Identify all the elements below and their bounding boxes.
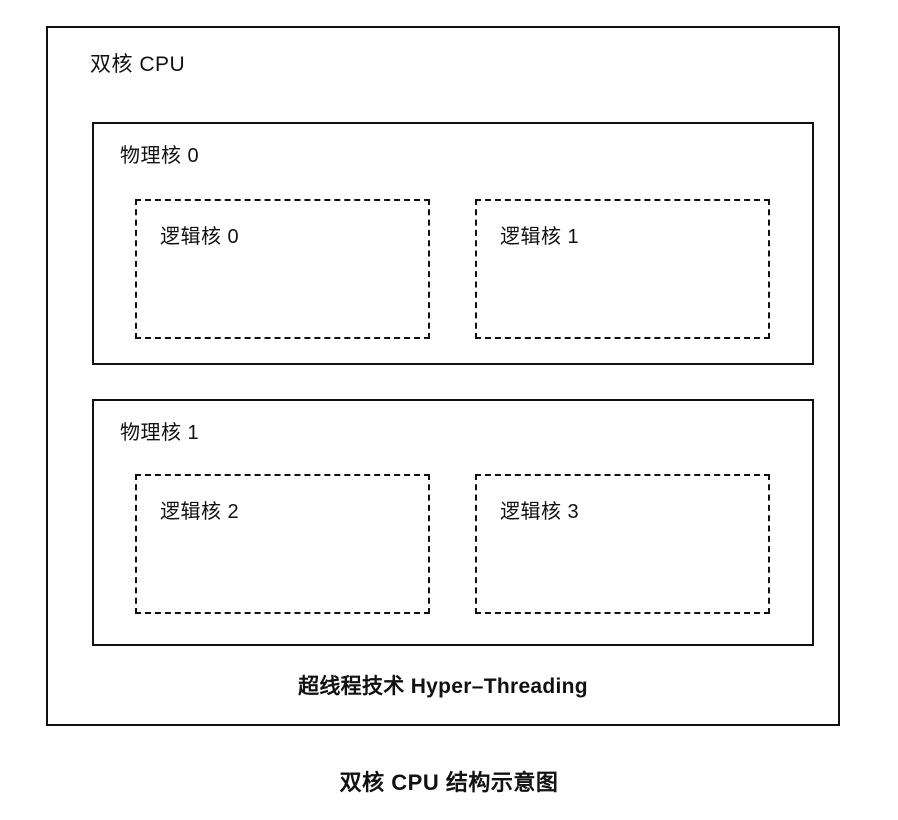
hyper-threading-label: 超线程技术 Hyper–Threading [298, 675, 588, 698]
physical-core-0-box: 物理核 0 逻辑核 0 逻辑核 1 [92, 122, 814, 365]
logical-core-3-label: 逻辑核 3 [500, 501, 580, 523]
logical-core-3-box: 逻辑核 3 [475, 474, 770, 614]
logical-core-2-box: 逻辑核 2 [135, 474, 430, 614]
dual-core-cpu-box: 双核 CPU 物理核 0 逻辑核 0 逻辑核 1 物理核 1 逻辑核 2 逻辑核… [46, 26, 840, 726]
logical-core-2-label: 逻辑核 2 [160, 501, 240, 523]
physical-core-0-label: 物理核 0 [120, 145, 200, 167]
logical-core-0-label: 逻辑核 0 [160, 226, 240, 248]
physical-core-1-label: 物理核 1 [120, 422, 200, 444]
dual-core-cpu-label: 双核 CPU [90, 53, 186, 76]
logical-core-1-label: 逻辑核 1 [500, 226, 580, 248]
logical-core-1-box: 逻辑核 1 [475, 199, 770, 339]
diagram-caption: 双核 CPU 结构示意图 [339, 770, 559, 795]
logical-core-0-box: 逻辑核 0 [135, 199, 430, 339]
physical-core-1-box: 物理核 1 逻辑核 2 逻辑核 3 [92, 399, 814, 646]
